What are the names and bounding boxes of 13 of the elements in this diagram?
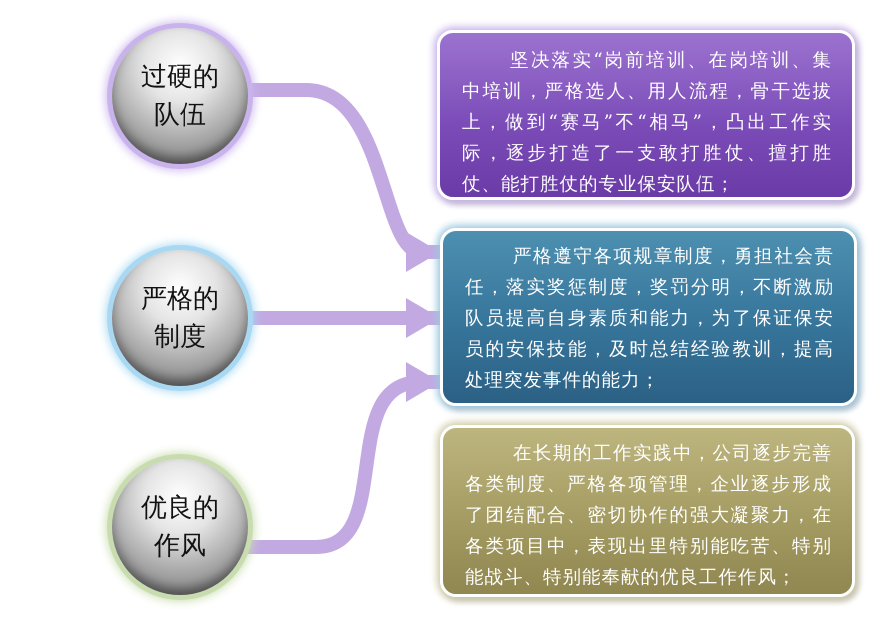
topic-label: 优良的作风 — [140, 492, 220, 563]
description-text: 坚决落实“岗前培训、在岗培训、集中培训，严格选人、用人流程，骨干选拔上，做到“赛马”不“相马”，凸出工作实际，逐步打造了一支敢打胜仗、擅打胜仗、能打胜仗的专业保安队伍； — [462, 49, 832, 197]
topic-circle — [112, 28, 248, 164]
topic-circle — [112, 459, 248, 595]
text-panel — [440, 228, 857, 406]
topic-label: 严格的制度 — [140, 283, 220, 354]
description-text: 在长期的工作实践中，公司逐步完善各类制度、严格各项管理，企业逐步形成了团结配合、密切协作的强大凝聚力，在各类项目中，表现出里特别能吃苦、特别能战斗、特别能奉献的优良工作作风； — [465, 442, 832, 590]
text-panel — [440, 425, 855, 597]
topic-circle — [112, 250, 248, 386]
topic-label: 过硬的队伍 — [140, 61, 220, 132]
arrow — [246, 362, 440, 554]
text-panel — [437, 30, 855, 200]
description-text: 严格遵守各项规章制度，勇担社会责任，落实奖惩制度，奖罚分明，不断激励队员提高自身素质和能力，为了保证保安员的安保技能，及时总结经验教训，提高处理突发事件的能力； — [465, 245, 834, 393]
